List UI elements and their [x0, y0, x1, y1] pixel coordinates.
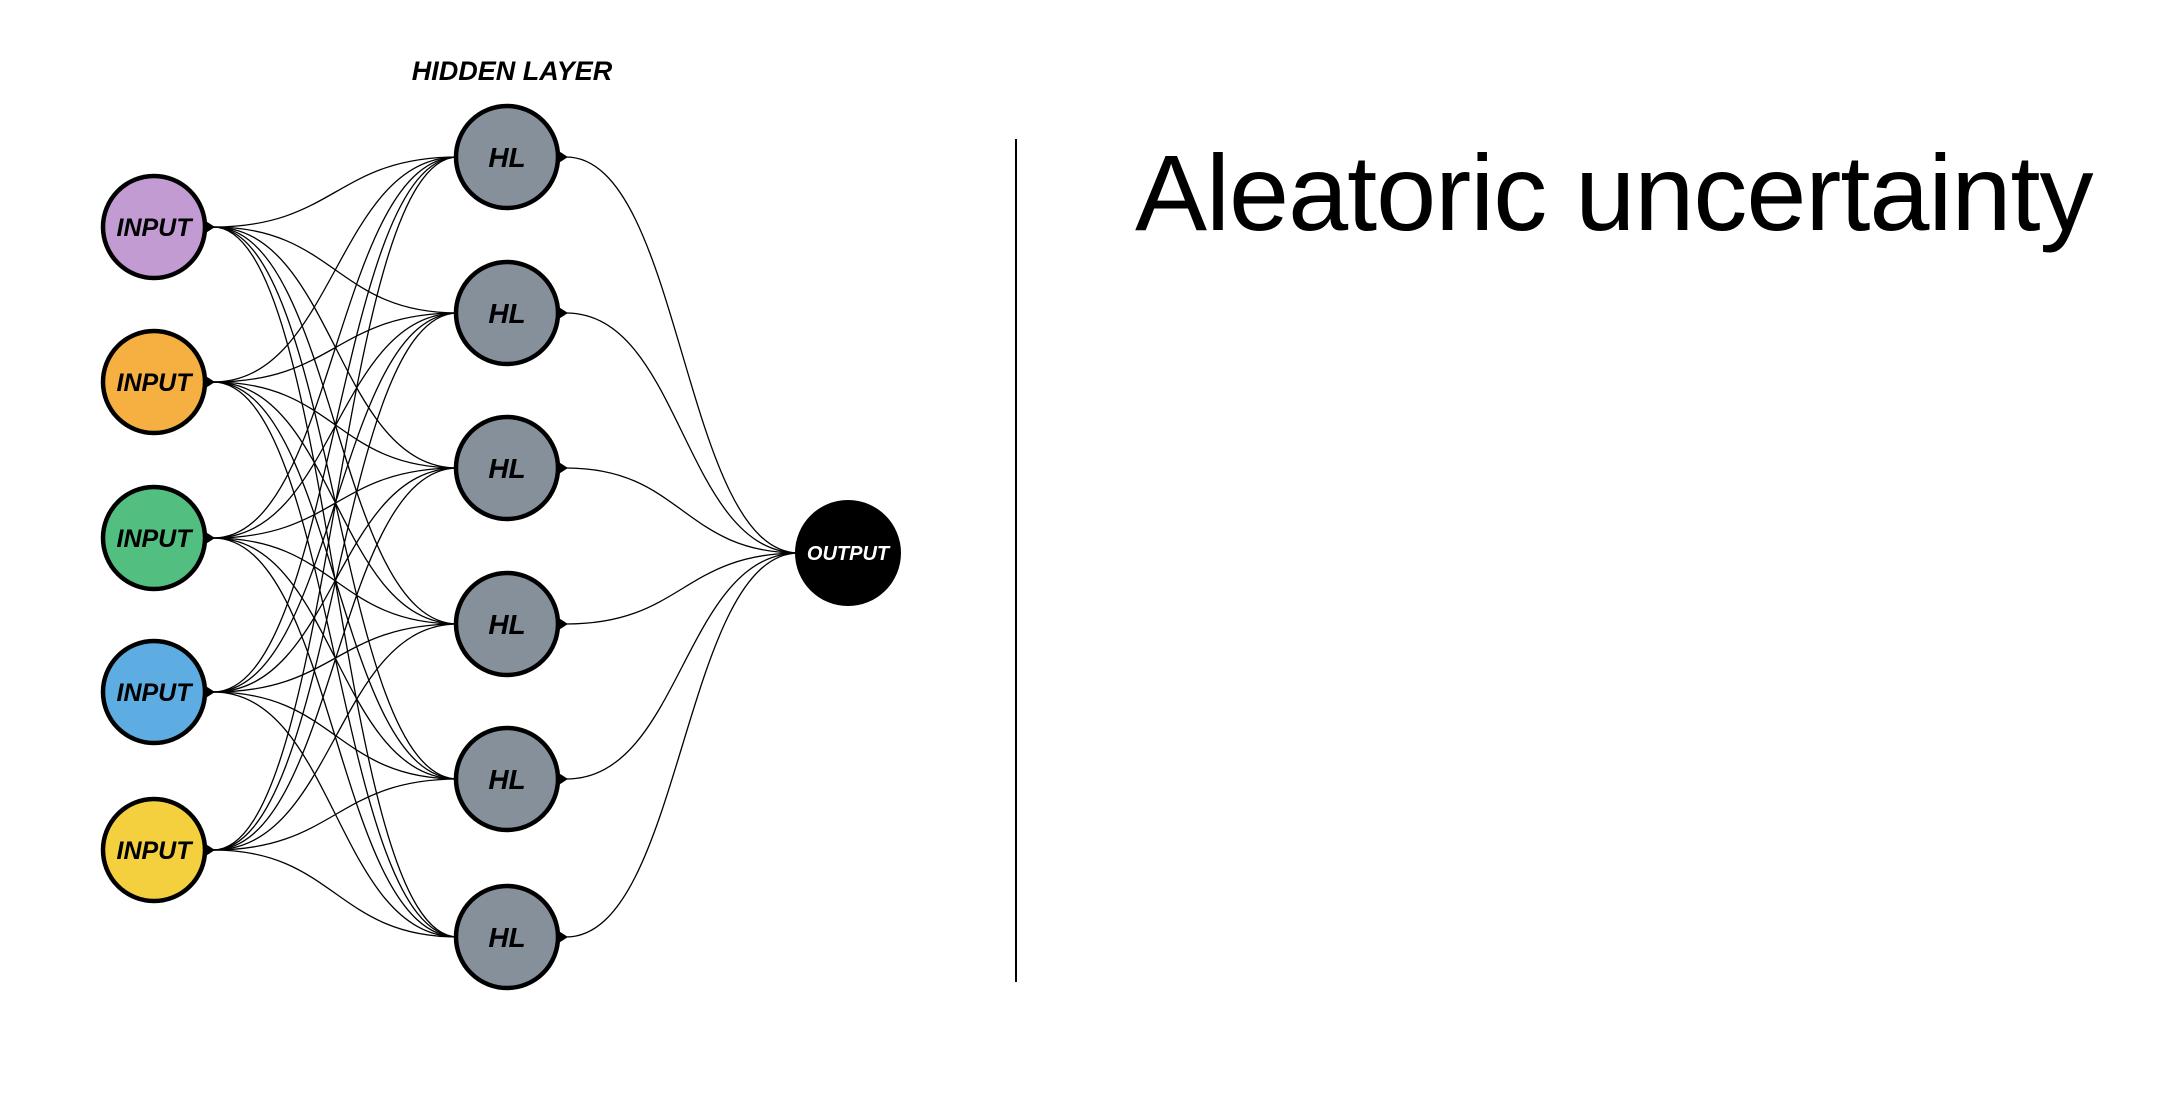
neural-network-diagram: INPUT INPUT INPUT INPUT INPUT HL HL HL HL HL HL OUT…: [100, 56, 901, 991]
connection-edge: [212, 467, 459, 851]
connection-edge: [212, 156, 459, 228]
hidden-node-label: HL: [488, 609, 525, 640]
hidden-node: HL: [453, 570, 568, 678]
connection-edge: [212, 778, 459, 851]
hidden-node-label: HL: [488, 764, 525, 795]
hidden-node-label: HL: [488, 298, 525, 329]
connections: [212, 156, 800, 938]
hidden-node-circle: [453, 883, 561, 991]
page-title: Aleatoric uncertainty: [1135, 132, 2093, 253]
connection-edge: [212, 312, 459, 851]
hidden-layer-label: HIDDEN LAYER: [412, 56, 613, 86]
input-node: INPUT: [100, 173, 215, 281]
connection-edge: [565, 312, 800, 554]
connection-edge: [212, 156, 459, 539]
hidden-node-circle: [453, 259, 561, 367]
hidden-node-label: HL: [488, 453, 525, 484]
connection-edge: [565, 552, 800, 625]
input-node-circle: [100, 796, 208, 904]
hidden-node: HL: [453, 259, 568, 367]
input-node: INPUT: [100, 484, 215, 592]
input-node: INPUT: [100, 796, 215, 904]
input-node-circle: [100, 484, 208, 592]
hidden-node-circle: [453, 103, 561, 211]
connection-edge: [212, 691, 459, 780]
connection-edge: [212, 156, 459, 693]
hidden-node-circle: [453, 570, 561, 678]
input-node-circle: [100, 638, 208, 746]
input-node-label: INPUT: [117, 679, 195, 707]
hidden-node-circle: [453, 414, 561, 522]
output-node-label: OUTPUT: [807, 543, 891, 565]
connection-edge: [565, 156, 800, 554]
input-node-circle: [100, 328, 208, 436]
input-node: INPUT: [100, 328, 215, 436]
connection-edge: [565, 552, 800, 938]
output-node: OUTPUT: [795, 500, 901, 606]
hidden-node-circle: [453, 725, 561, 833]
output-node-circle: [795, 500, 901, 606]
input-node-label: INPUT: [117, 369, 195, 397]
input-node-circle: [100, 173, 208, 281]
connection-edge: [212, 156, 459, 851]
input-node-label: INPUT: [117, 837, 195, 865]
connection-edge: [565, 552, 800, 780]
connection-edge: [565, 467, 800, 554]
connection-edge: [212, 623, 459, 851]
hidden-node: HL: [453, 414, 568, 522]
hidden-node-label: HL: [488, 922, 525, 953]
hidden-node: HL: [453, 725, 568, 833]
hidden-node-label: HL: [488, 142, 525, 173]
connection-edge: [212, 156, 459, 383]
hidden-node: HL: [453, 103, 568, 211]
hidden-node: HL: [453, 883, 568, 991]
nodes: INPUT INPUT INPUT INPUT INPUT HL HL HL HL HL HL OUT…: [100, 103, 901, 991]
divider: [1015, 139, 1017, 982]
connection-edge: [212, 849, 459, 938]
input-node: INPUT: [100, 638, 215, 746]
input-node-label: INPUT: [117, 525, 195, 553]
input-node-label: INPUT: [117, 214, 195, 242]
